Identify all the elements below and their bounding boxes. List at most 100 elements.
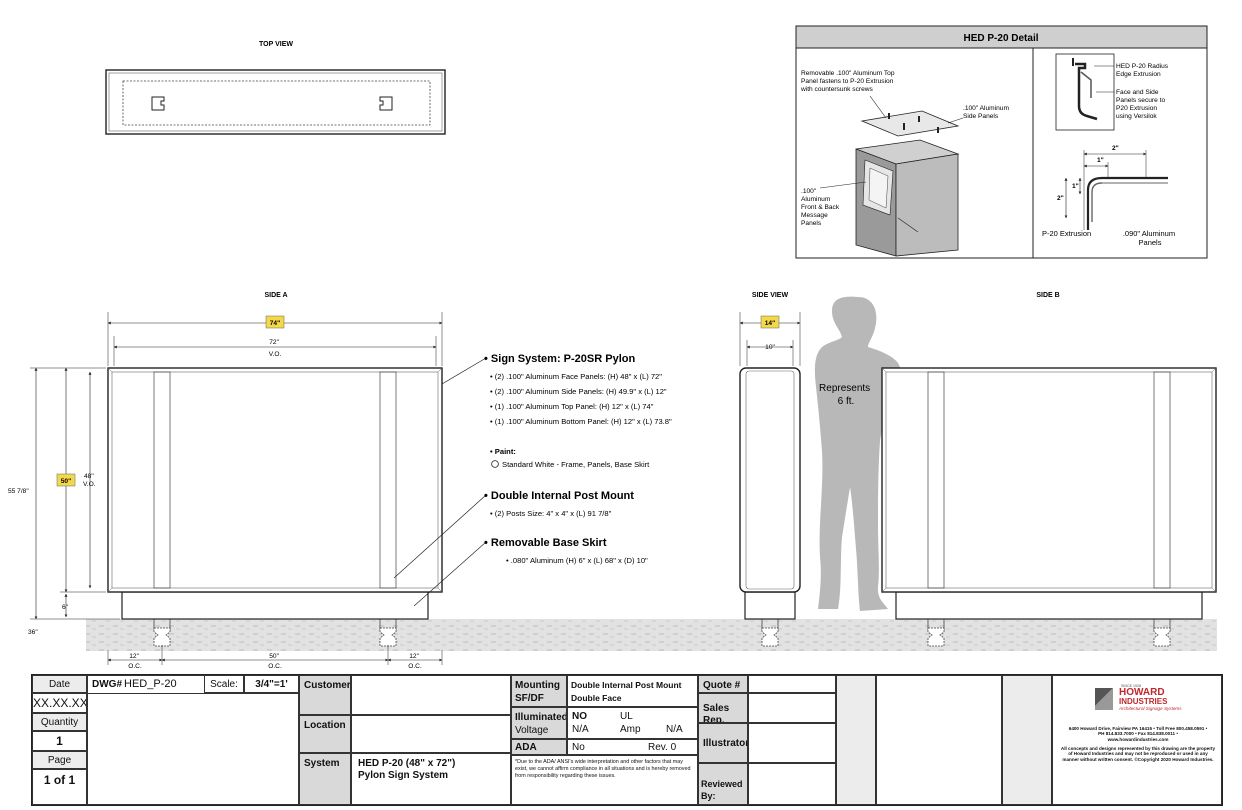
dim-2-top: 2"	[1112, 145, 1119, 152]
detail-box: HED P-20 Detail Removable .100" Aluminum…	[795, 25, 1208, 259]
reviewed-value[interactable]	[748, 763, 836, 805]
logo-name-2: INDUSTRIES	[1119, 697, 1168, 706]
secure-note: Face and Side Panels secure to P20 Extru…	[1116, 89, 1167, 120]
depth-inner: 10"	[765, 344, 775, 351]
base-height: 6"	[62, 604, 69, 611]
address-line: www.howardindustries.com	[1107, 736, 1169, 742]
mounting-value: Double Internal Post Mount Double Face	[567, 675, 698, 707]
side-b-elevation	[881, 367, 1217, 647]
top-view-inner-line	[108, 72, 443, 132]
extrusion-profile: 2" 1" 1" 2" P-20 Extrusion .090" Aluminu…	[1042, 145, 1177, 247]
spec-item: • .080" Aluminum (H) 6" x (L) 68" x (D) …	[506, 556, 648, 565]
mounting-label: Mounting SF/DF	[511, 675, 567, 707]
system-value: HED P-20 (48" x 72") Pylon Sign System	[351, 753, 511, 805]
cabinet-frame	[881, 367, 1217, 593]
voltage-value-text: N/A	[572, 724, 589, 735]
legal-line: All concepts and designs represented by …	[1060, 746, 1216, 751]
spec-post-mount: • Double Internal Post Mount • (2) Posts…	[484, 490, 634, 518]
address-line: PH 814.833.7000 • Fax 814.838.0011 •	[1098, 731, 1178, 737]
oc-mid: 50" O.C.	[268, 653, 282, 670]
system-label: System	[299, 753, 351, 805]
ada-label: ADA	[511, 739, 567, 755]
base-skirt	[895, 591, 1203, 620]
figure-note: Represents 6 ft.	[819, 383, 873, 407]
base-skirt	[121, 591, 429, 620]
spec-base-skirt: • Removable Base Skirt • .080" Aluminum …	[484, 537, 648, 565]
paint-label: • Paint:	[490, 447, 516, 456]
illustrator-label: Illustrator:	[698, 723, 748, 763]
spec-item: • (1) .100" Aluminum Bottom Panel: (H) 1…	[490, 417, 672, 426]
ada-value: No Rev. 0	[567, 739, 698, 755]
top-view-inner-panel	[122, 80, 431, 126]
sales-value[interactable]	[748, 693, 836, 723]
top-panel-note: Removable .100" Aluminum Top Panel faste…	[800, 70, 896, 93]
detail-title: HED P-20 Detail	[963, 33, 1038, 44]
ul-label-text: UL	[620, 711, 633, 722]
vo-height: 48" V.O.	[83, 473, 96, 488]
amp-label-text: Amp	[620, 724, 641, 735]
approval-column	[1002, 675, 1052, 805]
spec-item: • (2) Posts Size: 4" x 4" x (L) 91 7/8"	[490, 509, 612, 518]
paint-radio	[491, 460, 499, 468]
company-block: SINCE 1928 HOWARD INDUSTRIES Architectur…	[1052, 675, 1222, 805]
mounting-label-text: Mounting	[515, 680, 560, 691]
customer-value[interactable]	[351, 675, 511, 715]
system-value-line: HED P-20 (48" x 72")	[358, 758, 456, 769]
amp-value-text: N/A	[666, 724, 683, 735]
illustrator-value[interactable]	[748, 723, 836, 763]
mounting-value-text: Double Internal Post Mount	[571, 680, 682, 690]
side-a-dimensions: 74" 72" V.O. 55 7/8" 50" 48" V.O. 6" 36"	[8, 312, 443, 670]
width-badge	[265, 315, 285, 329]
vo-width: 72" V.O.	[269, 339, 282, 358]
dim-1-top: 1"	[1097, 157, 1104, 164]
approval-column	[836, 675, 876, 805]
sign-system-heading: • Sign System: P-20SR Pylon	[484, 353, 635, 365]
human-figure-icon	[814, 296, 902, 611]
cabinet-inner	[111, 371, 439, 589]
dim-2-side: 2"	[1057, 195, 1064, 202]
spec-item: • (2) .100" Aluminum Side Panels: (H) 49…	[490, 387, 667, 396]
ground-band	[86, 619, 1217, 651]
customer-label: Customer	[299, 675, 351, 715]
side-b-title: SIDE B	[1036, 292, 1059, 299]
cabinet-height: 50"	[61, 478, 71, 485]
logo-name-1: HOWARD	[1119, 688, 1165, 698]
voltage-label-text: Voltage	[515, 725, 549, 736]
address-line: 6400 Howard Drive, Fairview PA 16415 • T…	[1068, 726, 1208, 731]
reviewed-label: Reviewed By:	[698, 763, 748, 805]
quote-label: Quote #	[698, 675, 748, 693]
side-panels-note: .100" Aluminum Side Panels	[963, 105, 1011, 120]
overall-height: 55 7/8"	[8, 488, 29, 495]
scale-label: Scale:	[204, 675, 244, 693]
dwg-label: DWG#	[92, 679, 122, 690]
side-a-elevation	[107, 367, 443, 647]
overall-width: 74"	[270, 320, 280, 327]
drawing-sheet: TOP VIEW HED P-20 Detail Removable .100"…	[8, 25, 1217, 670]
height-badge	[56, 473, 76, 487]
location-label: Location	[299, 715, 351, 753]
location-value[interactable]	[351, 715, 511, 753]
illuminated-label: Illuminated Voltage	[511, 707, 567, 739]
post-mount-heading: • Double Internal Post Mount	[484, 490, 634, 502]
side-view-title: SIDE VIEW	[752, 292, 789, 299]
paint-option: Standard White - Frame, Panels, Base Ski…	[502, 460, 650, 469]
logo-mark-icon	[1095, 688, 1113, 710]
ada-value-text: No	[572, 742, 585, 753]
oc-right: 12" O.C.	[408, 653, 422, 670]
dwg-divider	[87, 693, 299, 694]
spec-sign-system: • Sign System: P-20SR Pylon • (2) .100" …	[484, 353, 672, 469]
cabinet-frame	[107, 367, 443, 593]
panels-label: .090" Aluminum Panels	[1123, 229, 1177, 247]
base-skirt-heading: • Removable Base Skirt	[484, 537, 607, 549]
top-view-outer-frame	[105, 69, 446, 135]
date-value: XX.XX.XX	[32, 693, 87, 713]
page-label: Page	[32, 751, 87, 769]
detail-header	[795, 25, 1208, 49]
oc-left: 12" O.C.	[128, 653, 142, 670]
legal-line: of Howard Industries and may not be repr…	[1068, 751, 1208, 757]
top-view: TOP VIEW	[105, 41, 446, 135]
quote-value[interactable]	[748, 675, 836, 693]
legal-notice: All concepts and designs represented by …	[1056, 746, 1220, 766]
top-view-post-right	[379, 96, 393, 111]
dwg-cell	[87, 675, 299, 805]
